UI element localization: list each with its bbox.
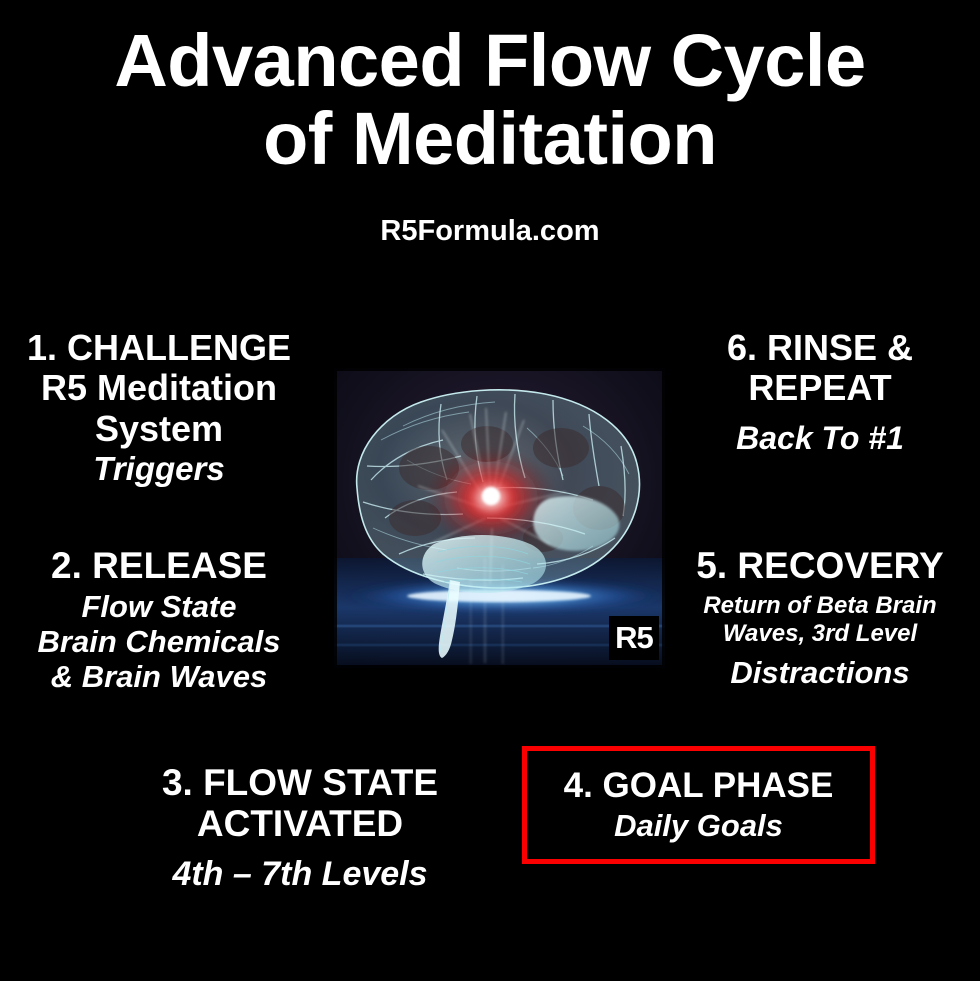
step-5-subtext-secondary: Distractions [730, 655, 910, 691]
step-2-heading: 2. RELEASE [51, 545, 267, 586]
page-title: Advanced Flow Cycle of Meditation [114, 19, 866, 181]
brain-xray-image: R5 [334, 368, 665, 668]
step-5-subtext: Return of Beta Brain Waves, 3rd Level [703, 592, 937, 647]
step-3-subtext: 4th – 7th Levels [172, 854, 428, 893]
brain-illustration-svg [334, 368, 665, 668]
step-4-heading: 4. GOAL PHASE [563, 766, 834, 806]
step-6-rinse-repeat: 6. RINSE & REPEAT Back To #1 [660, 327, 980, 456]
step-6-subtext: Back To #1 [736, 419, 904, 456]
poster-header: Advanced Flow Cycle of Meditation R5Form… [0, 19, 980, 248]
step-1-challenge: 1. CHALLENGE R5 Meditation System Trigge… [0, 327, 318, 488]
step-1-heading: 1. CHALLENGE R5 Meditation System [26, 327, 292, 449]
step-2-subtext: Flow State Brain Chemicals & Brain Waves [37, 589, 281, 694]
r5-badge: R5 [609, 616, 659, 660]
step-5-recovery: 5. RECOVERY Return of Beta Brain Waves, … [660, 545, 980, 691]
step-4-subtext: Daily Goals [614, 808, 783, 844]
step-4-goal-phase-highlighted: 4. GOAL PHASE Daily Goals [522, 746, 875, 864]
step-5-heading: 5. RECOVERY [696, 545, 944, 586]
step-3-flow-state: 3. FLOW STATE ACTIVATED 4th – 7th Levels [90, 762, 510, 893]
step-3-heading: 3. FLOW STATE ACTIVATED [161, 762, 439, 845]
brand-subtitle: R5Formula.com [380, 214, 600, 247]
step-1-subtext: Triggers [93, 449, 225, 487]
step-2-release: 2. RELEASE Flow State Brain Chemicals & … [0, 545, 318, 695]
step-6-heading: 6. RINSE & REPEAT [726, 327, 914, 409]
